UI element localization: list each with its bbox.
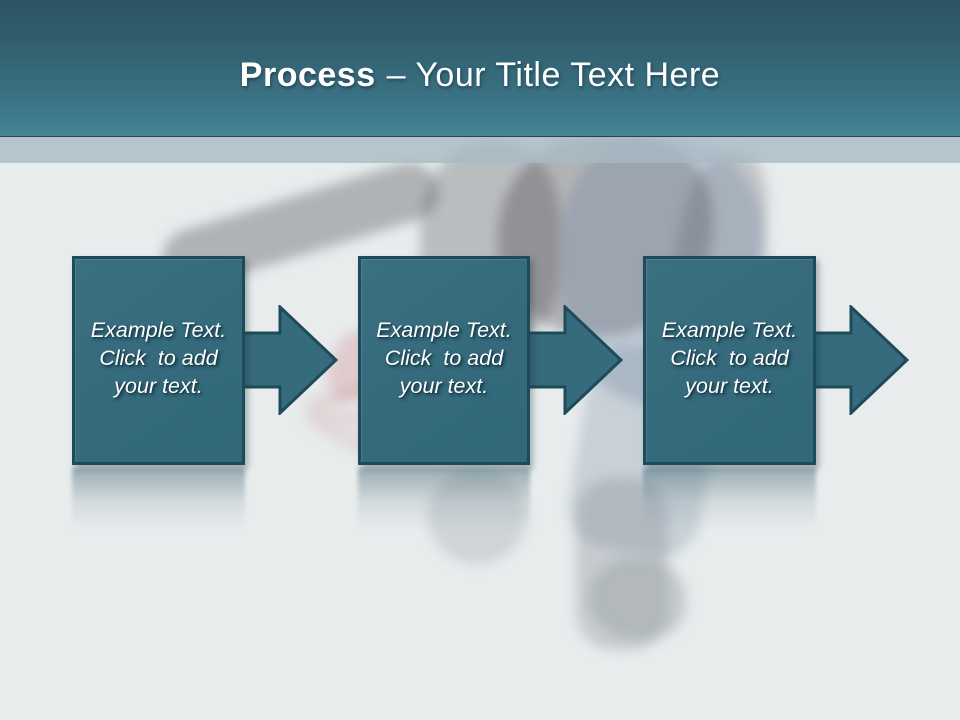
page-title: Process – Your Title Text Here [240,56,720,95]
process-step-text: Example Text. Click to add your text. [376,317,512,398]
divider-band [0,137,960,163]
title-bar: Process – Your Title Text Here [0,0,960,137]
title-keyword: Process [239,56,376,94]
photo-knee-shape [428,468,526,564]
process-step-box-3[interactable]: Example Text. Click to add your text. [643,256,816,465]
title-subtitle: – Your Title Text Here [386,56,721,94]
arrow-right-icon [240,305,338,415]
arrow-right-icon [525,305,623,415]
box-reflection [72,468,245,530]
photo-shin-shape [576,478,668,650]
process-step-box-2[interactable]: Example Text. Click to add your text. [358,256,530,465]
box-reflection [643,468,816,530]
arrow-right-icon [811,305,909,415]
process-step-text: Example Text. Click to add your text. [90,317,227,398]
process-step-text: Example Text. Click to add your text. [661,317,798,398]
box-reflection [358,468,530,530]
process-step-box-1[interactable]: Example Text. Click to add your text. [72,256,245,465]
photo-foot-shape [588,558,686,640]
